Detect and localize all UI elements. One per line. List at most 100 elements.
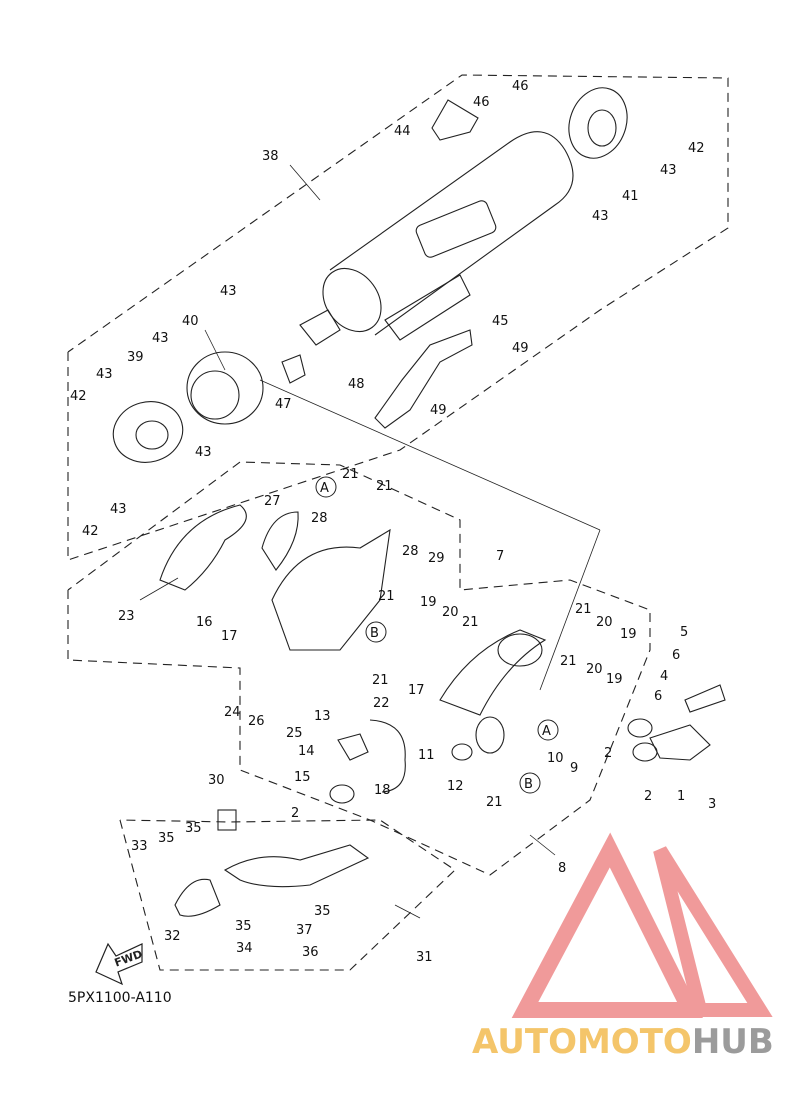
brand-wordmark: AUTOMOTOHUB — [472, 1022, 774, 1062]
part-number: 43 — [592, 209, 609, 224]
part-number: 25 — [286, 726, 303, 741]
part-number: 43 — [195, 445, 212, 460]
part-number: 46 — [473, 95, 490, 110]
part-number: 35 — [185, 821, 202, 836]
part-number: 15 — [294, 770, 311, 785]
part-number: 37 — [296, 923, 313, 938]
part-number: 6 — [672, 648, 680, 663]
part-number: 8 — [558, 861, 566, 876]
part-number: 5 — [680, 625, 688, 640]
part-number: 43 — [660, 163, 677, 178]
reference-letter: B — [524, 777, 533, 792]
part-number: 18 — [374, 783, 391, 798]
part-number: 27 — [264, 494, 281, 509]
clamp-band — [299, 309, 341, 346]
part-number: 23 — [118, 609, 135, 624]
part-number: 41 — [622, 189, 639, 204]
part-number: 13 — [314, 709, 331, 724]
part-number: 22 — [373, 696, 390, 711]
reference-letter: A — [542, 724, 551, 739]
flange — [649, 724, 711, 761]
reference-circle — [537, 719, 559, 741]
exhaust-pipe-assembly — [439, 629, 547, 761]
part-number: 29 — [428, 551, 445, 566]
part-number: 43 — [220, 284, 237, 299]
hanger-bracket — [374, 329, 473, 429]
front-pipe-group-boundary — [119, 819, 456, 971]
part-number: 28 — [402, 544, 419, 559]
part-number: 42 — [82, 524, 99, 539]
diagram-code: 5PX1100-A110 — [68, 990, 172, 1006]
part-number: 6 — [654, 689, 662, 704]
muffler-group-boundary — [67, 74, 729, 561]
part-number: 9 — [570, 761, 578, 776]
bracket — [431, 99, 479, 141]
part-number: 33 — [131, 839, 148, 854]
part-number: 19 — [606, 672, 623, 687]
part-number: 20 — [442, 605, 459, 620]
pipe-group-boundary — [67, 461, 651, 876]
part-number: 28 — [311, 511, 328, 526]
part-number: 11 — [418, 748, 435, 763]
part-number: 38 — [262, 149, 279, 164]
leader-lines — [139, 164, 601, 919]
part-number: 21 — [342, 467, 359, 482]
part-number: 21 — [378, 589, 395, 604]
part-number: 17 — [221, 629, 238, 644]
part-number: 42 — [70, 389, 87, 404]
muffler-body — [322, 131, 574, 341]
part-number: 46 — [512, 79, 529, 94]
part-number: 1 — [677, 789, 685, 804]
part-number: 14 — [298, 744, 315, 759]
part-number: 32 — [164, 929, 181, 944]
part-number: 35 — [314, 904, 331, 919]
fwd-arrow: FWD — [95, 942, 144, 986]
part-number: 10 — [547, 751, 564, 766]
band-clamp — [337, 733, 369, 761]
part-number: 43 — [96, 367, 113, 382]
part-number: 21 — [486, 795, 503, 810]
part-number: 40 — [182, 314, 199, 329]
part-number: 3 — [708, 797, 716, 812]
part-number: 45 — [492, 314, 509, 329]
pipe-cover — [271, 528, 391, 651]
part-number: 36 — [302, 945, 319, 960]
part-number: 21 — [575, 602, 592, 617]
part-number: 7 — [496, 549, 504, 564]
part-number: 35 — [235, 919, 252, 934]
part-number: 21 — [560, 654, 577, 669]
part-number: 35 — [158, 831, 175, 846]
part-number: 34 — [236, 941, 253, 956]
reference-circle — [519, 772, 541, 794]
gasket-2 — [632, 742, 658, 762]
part-number: 31 — [416, 950, 433, 965]
callout-bracket — [369, 719, 406, 793]
brand-part-2: HUB — [691, 1022, 774, 1062]
part-number: 26 — [248, 714, 265, 729]
part-number: 24 — [224, 705, 241, 720]
reference-circle — [365, 621, 387, 643]
gasket-2b — [627, 718, 653, 738]
part-number: 16 — [196, 615, 213, 630]
part-number: 44 — [394, 124, 411, 139]
reference-letter: A — [320, 481, 329, 496]
part-number: 20 — [586, 662, 603, 677]
part-number: 43 — [152, 331, 169, 346]
part-number: 47 — [275, 397, 292, 412]
part-number: 42 — [688, 141, 705, 156]
part-number: 20 — [596, 615, 613, 630]
part-number: 12 — [447, 779, 464, 794]
part-number: 21 — [376, 479, 393, 494]
brand-logo — [511, 832, 773, 1018]
clamp — [281, 354, 306, 384]
reference-circle — [315, 476, 337, 498]
part-number: 19 — [420, 595, 437, 610]
end-cap — [568, 87, 628, 159]
part-number: 2 — [604, 746, 612, 761]
part-number: 17 — [408, 683, 425, 698]
part-number: 2 — [291, 806, 299, 821]
part-number: 49 — [512, 341, 529, 356]
